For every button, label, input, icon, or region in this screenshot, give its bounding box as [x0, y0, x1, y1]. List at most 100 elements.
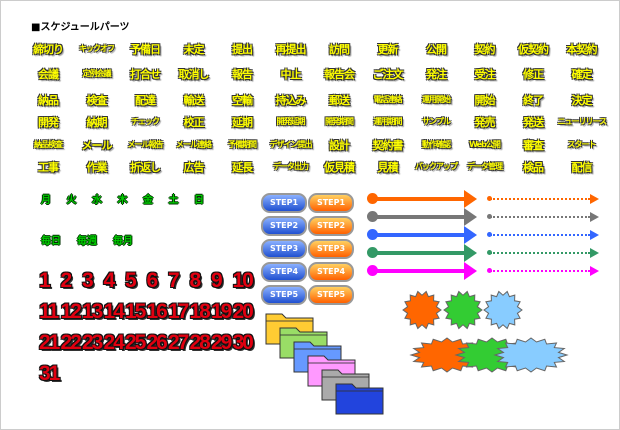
schedule-label: 再提出 — [275, 43, 307, 56]
step-button-orange: STEP5 — [308, 285, 354, 305]
schedule-label: チェック — [131, 117, 160, 126]
arrow-dot — [367, 265, 378, 276]
schedule-label: サンプル — [422, 117, 451, 126]
schedule-label: 公開 — [426, 43, 447, 56]
schedule-label: 中止 — [280, 68, 302, 81]
schedule-label: 延長 — [232, 161, 253, 174]
thick-arrow — [367, 244, 477, 262]
schedule-label: 報告 — [232, 68, 253, 81]
date-number: 21 — [39, 331, 60, 354]
date-number: 13 — [82, 300, 103, 323]
arrow-dot — [487, 250, 492, 255]
date-number: 30 — [232, 331, 254, 354]
dotted-arrow — [487, 248, 599, 258]
arrowhead — [590, 194, 599, 204]
sheet-title: ■スケジュールパーツ — [31, 22, 130, 33]
arrowhead — [464, 226, 477, 244]
arrow-dot — [367, 211, 378, 222]
date-number: 11 — [39, 300, 59, 323]
schedule-label: データ管理 — [467, 162, 503, 171]
date-number: 6 — [146, 269, 159, 292]
arrow-dot — [367, 229, 378, 240]
date-number: 31 — [39, 362, 60, 385]
thick-arrow — [367, 190, 477, 208]
schedule-label: 審査 — [523, 139, 544, 152]
date-number: 25 — [125, 331, 146, 354]
starburst — [493, 337, 569, 373]
weekday-label: 日 — [194, 195, 204, 206]
date-number: 29 — [211, 331, 232, 354]
schedule-label: 本契約 — [566, 43, 598, 56]
step-button-blue: STEP5 — [261, 285, 307, 305]
folder-icon — [335, 379, 384, 415]
thick-arrow — [367, 208, 477, 226]
schedule-label: 納品検査 — [34, 140, 63, 149]
weekday-label: 水 — [92, 195, 102, 206]
schedule-label: バックアップ — [415, 162, 458, 171]
schedule-label: 発注 — [426, 68, 447, 81]
step-button-blue: STEP1 — [261, 193, 307, 213]
schedule-label: 郵送 — [329, 94, 350, 107]
schedule-label: 作業 — [86, 161, 108, 174]
schedule-label: 運用期間 — [373, 117, 403, 126]
arrowhead — [464, 190, 477, 208]
arrowhead — [590, 266, 599, 276]
date-number: 19 — [211, 300, 232, 323]
step-button-orange: STEP1 — [308, 193, 354, 213]
schedule-label: メール — [81, 139, 113, 152]
period-label: 毎週 — [77, 236, 97, 247]
schedule-label: 広告 — [183, 161, 205, 174]
schedule-label: メール報告 — [127, 140, 164, 149]
step-button-orange: STEP3 — [308, 239, 354, 259]
schedule-label: ご注文 — [372, 68, 404, 81]
schedule-label: 開始 — [474, 94, 496, 107]
schedule-label: 納品 — [38, 94, 59, 107]
schedule-label: 仮見積 — [324, 161, 355, 174]
schedule-label: 確定 — [571, 68, 593, 81]
schedule-label: メール連絡 — [176, 140, 212, 149]
arrowhead — [464, 244, 477, 262]
schedule-label: 空輸 — [232, 94, 253, 107]
schedule-label: 持込み — [275, 94, 307, 107]
period-label: 毎月 — [113, 236, 133, 247]
arrow-dot — [367, 193, 378, 204]
schedule-label: データ出力 — [273, 162, 309, 171]
schedule-label: 輸送 — [183, 94, 205, 107]
starburst — [409, 337, 485, 373]
schedule-label: 開発期間 — [325, 117, 354, 126]
date-number: 24 — [103, 331, 125, 354]
date-number: 2 — [60, 269, 73, 292]
thick-arrow — [367, 226, 477, 244]
date-number: 28 — [189, 331, 211, 354]
arrowhead — [590, 212, 599, 222]
date-number: 5 — [125, 269, 137, 292]
thick-arrow — [367, 262, 477, 280]
schedule-label: 決定 — [571, 94, 593, 107]
period-label: 毎日 — [41, 236, 61, 247]
schedule-label: 見積 — [377, 161, 399, 174]
step-button-orange: STEP2 — [308, 216, 354, 236]
schedule-label: 校正 — [183, 116, 205, 129]
arrowhead — [590, 230, 599, 240]
schedule-label: 会議 — [38, 68, 59, 81]
schedule-label: 打合せ — [130, 68, 161, 81]
schedule-label: 動作確認 — [422, 140, 451, 149]
schedule-label: 発売 — [474, 116, 496, 129]
schedule-label: 締切り — [33, 43, 64, 56]
schedule-label: 終了 — [523, 94, 544, 107]
step-button-blue: STEP3 — [261, 239, 307, 259]
weekday-label: 火 — [66, 195, 77, 206]
starburst — [402, 290, 442, 330]
arrow-dot — [487, 196, 492, 201]
schedule-label: 工事 — [38, 161, 59, 174]
schedule-label: 設計 — [329, 139, 350, 152]
date-number: 20 — [232, 300, 254, 323]
weekday-label: 金 — [143, 195, 153, 206]
arrow-dot — [367, 247, 378, 258]
schedule-label: 予備日 — [130, 43, 161, 56]
arrow-dot — [487, 268, 492, 273]
date-number: 4 — [103, 269, 116, 292]
date-number: 10 — [232, 269, 254, 292]
